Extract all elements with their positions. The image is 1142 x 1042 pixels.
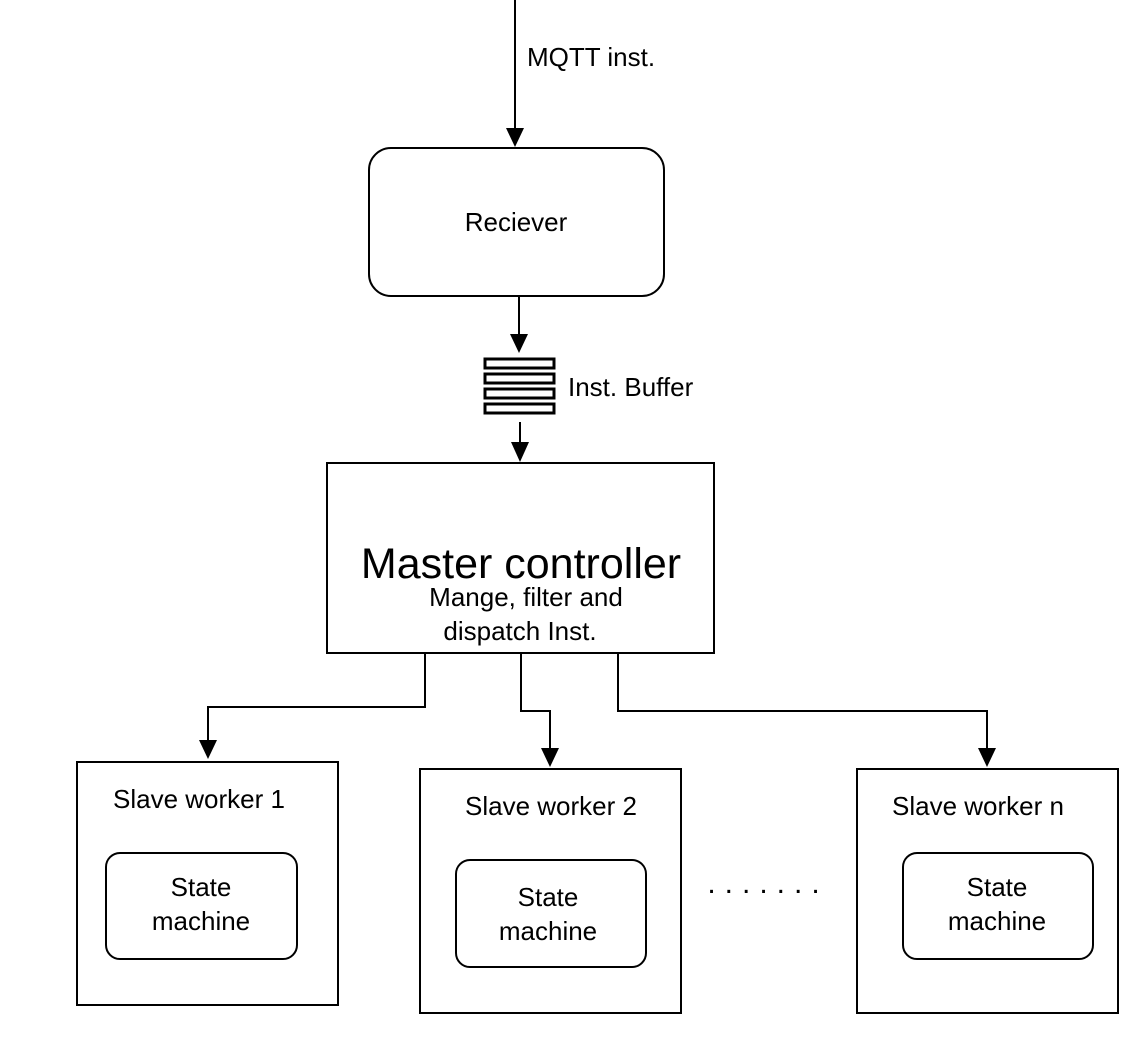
slave-worker-1-node: Slave worker 1 State machine bbox=[76, 761, 339, 1006]
slave-worker-1-state-machine-line1: State bbox=[171, 872, 232, 902]
master-controller-node: Master controller Mange, filter and disp… bbox=[326, 462, 715, 654]
more-workers-ellipsis: ....... bbox=[707, 867, 828, 900]
receiver-node: Reciever bbox=[368, 147, 665, 297]
receiver-title: Reciever bbox=[465, 207, 568, 237]
slave-worker-2-title: Slave worker 2 bbox=[465, 791, 637, 821]
inst-buffer-label: Inst. Buffer bbox=[568, 372, 694, 402]
master-to-worker-n-edge bbox=[617, 653, 996, 767]
mqtt-input-label: MQTT inst. bbox=[527, 42, 655, 72]
buffer-to-master-edge bbox=[511, 422, 529, 462]
slave-worker-2-node: Slave worker 2 State machine bbox=[419, 768, 682, 1014]
master-controller-title: Master controller bbox=[361, 540, 681, 588]
receiver-to-buffer-edge bbox=[510, 297, 528, 353]
mqtt-input-edge bbox=[506, 0, 524, 147]
slave-worker-n-title: Slave worker n bbox=[892, 791, 1064, 821]
slave-worker-n-state-machine: State machine bbox=[902, 852, 1094, 960]
master-to-worker-2-edge bbox=[520, 653, 559, 767]
master-controller-desc-line1: Mange, filter and bbox=[429, 582, 623, 612]
slave-worker-1-state-machine-line2: machine bbox=[152, 906, 250, 936]
more-workers-ellipsis-text: ....... bbox=[707, 867, 828, 900]
slave-worker-2-state-machine: State machine bbox=[455, 859, 647, 968]
slave-worker-1-title: Slave worker 1 bbox=[113, 784, 285, 814]
slave-worker-n-state-machine-line1: State bbox=[967, 872, 1028, 902]
slave-worker-2-state-machine-line1: State bbox=[518, 882, 579, 912]
master-to-worker-1-edge bbox=[199, 653, 426, 759]
inst-buffer-icon bbox=[483, 357, 556, 420]
slave-worker-2-state-machine-line2: machine bbox=[499, 916, 597, 946]
slave-worker-1-state-machine: State machine bbox=[105, 852, 298, 960]
slave-worker-n-node: Slave worker n State machine bbox=[856, 768, 1119, 1014]
master-controller-desc-line2: dispatch Inst. bbox=[443, 616, 596, 646]
slave-worker-n-state-machine-line2: machine bbox=[948, 906, 1046, 936]
